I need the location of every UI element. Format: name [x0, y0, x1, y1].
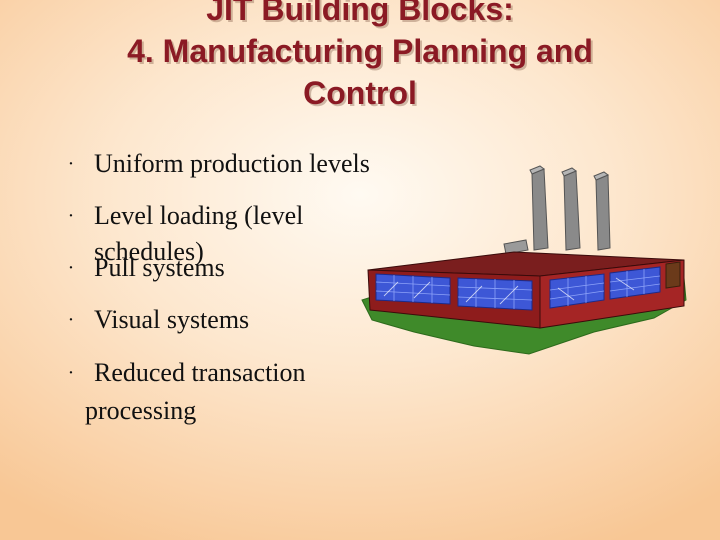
bullet-icon: · [67, 153, 75, 175]
chimneys [529, 165, 611, 251]
bullet-text: Pull systems [94, 253, 225, 282]
bullet-icon: · [67, 257, 75, 279]
side-windows [549, 266, 661, 309]
bullet-icon: · [67, 309, 75, 331]
bullet-item: · Pull systems [56, 250, 376, 302]
bullet-item: · Uniform production levels [56, 146, 376, 198]
slide-title: JIT Building Blocks: 4. Manufacturing Pl… [0, 0, 720, 114]
factory-clipart-icon [361, 165, 687, 355]
bullet-text: Uniform production levels [94, 149, 370, 178]
factory-door [665, 261, 681, 289]
title-line-3: Control [303, 75, 417, 111]
bullet-text: Visual systems [94, 305, 250, 334]
front-windows [375, 273, 533, 311]
title-line-1: JIT Building Blocks: [206, 0, 514, 27]
bullet-text: Level loading (level schedules) [94, 201, 304, 266]
bullet-list: · Uniform production levels · Level load… [56, 146, 376, 434]
bullet-icon: · [67, 205, 75, 227]
bullet-text-line-2: processing [85, 396, 197, 425]
bullet-text-line-1: Reduced transaction [94, 358, 306, 387]
title-line-2: 4. Manufacturing Planning and [127, 33, 593, 69]
bullet-item: · Level loading (level schedules) [56, 198, 376, 266]
bullet-icon: · [67, 362, 75, 384]
bullet-item: · Reduced transaction processing [56, 354, 376, 434]
bullet-item: · Visual systems [56, 302, 376, 354]
